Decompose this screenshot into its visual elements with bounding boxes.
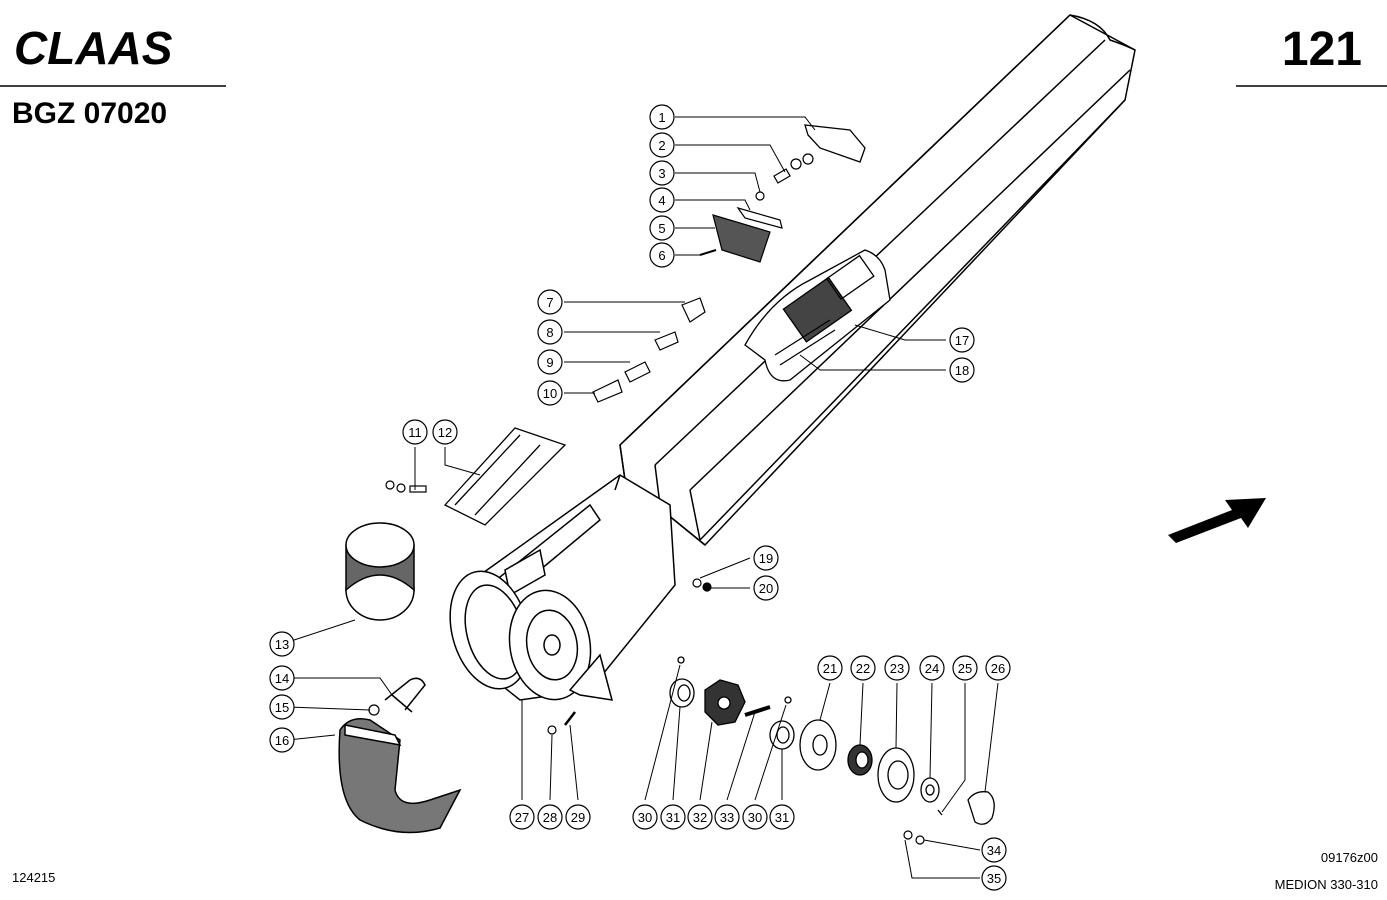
callout-30-b: 30 <box>748 810 762 825</box>
callout-6: 6 <box>658 248 665 263</box>
group-code: BGZ 07020 <box>12 97 167 130</box>
part-35-washer <box>903 830 913 840</box>
callout-2: 2 <box>658 138 665 153</box>
part-12-plate <box>443 427 567 526</box>
callout-33: 33 <box>720 810 734 825</box>
part-20-nut <box>702 582 712 592</box>
callout-10: 10 <box>543 386 557 401</box>
callout-19: 19 <box>759 551 773 566</box>
callout-14: 14 <box>275 671 289 686</box>
footer-left-code: 124215 <box>12 870 55 885</box>
part-1-bracket <box>804 124 866 163</box>
part-14-u-bolt <box>384 677 426 713</box>
callout-30-a: 30 <box>638 810 652 825</box>
callout-4: 4 <box>658 193 665 208</box>
callout-31-a: 31 <box>666 810 680 825</box>
callout-17: 17 <box>955 333 969 348</box>
part-16-cover <box>338 718 462 834</box>
part-19-washer <box>692 578 702 588</box>
part-29-bolt <box>564 711 576 726</box>
leader-lines <box>287 116 999 879</box>
bearing-assembly <box>799 719 995 825</box>
gear-housing <box>449 474 676 701</box>
callout-35: 35 <box>987 871 1001 886</box>
callout-11: 11 <box>408 425 422 440</box>
callout-31-b: 31 <box>775 810 789 825</box>
shaft-components <box>669 656 795 750</box>
callout-18: 18 <box>955 363 969 378</box>
callout-1: 1 <box>658 110 665 125</box>
callout-27: 27 <box>515 810 529 825</box>
part-34-nut <box>915 835 925 845</box>
callout-12: 12 <box>438 425 452 440</box>
callout-9: 9 <box>546 355 553 370</box>
callout-29: 29 <box>571 810 585 825</box>
callout-7: 7 <box>546 295 553 310</box>
page-number: 121 <box>1282 23 1362 76</box>
callout-8: 8 <box>546 325 553 340</box>
callout-labels: 1 2 3 4 5 6 7 8 9 10 11 12 13 14 15 16 1… <box>275 110 1005 886</box>
callout-25: 25 <box>958 661 972 676</box>
callout-26: 26 <box>991 661 1005 676</box>
callout-24: 24 <box>925 661 939 676</box>
callout-22: 22 <box>856 661 870 676</box>
drawing-code: 09176z00 <box>1321 850 1378 865</box>
part-3-washer <box>755 191 765 201</box>
part-6-screw <box>699 249 717 256</box>
parts-7-10-clips <box>592 297 706 403</box>
model-name: MEDION 330-310 <box>1275 877 1378 892</box>
direction-arrow-icon <box>1168 498 1266 543</box>
callout-3: 3 <box>658 166 665 181</box>
part-13-belt <box>345 522 415 621</box>
part-11-bolt <box>385 480 427 493</box>
callout-13: 13 <box>275 637 289 652</box>
callout-21: 21 <box>823 661 837 676</box>
callout-32: 32 <box>693 810 707 825</box>
callout-circles <box>269 104 1011 891</box>
callout-20: 20 <box>759 581 773 596</box>
housing-cutaway <box>744 249 891 382</box>
callout-28: 28 <box>543 810 557 825</box>
callout-34: 34 <box>987 843 1001 858</box>
callout-23: 23 <box>890 661 904 676</box>
part-4-strip <box>736 206 783 229</box>
part-28-washer <box>547 725 557 735</box>
callout-5: 5 <box>658 221 665 236</box>
part-5-plate <box>712 214 771 263</box>
part-15-nut <box>368 704 380 716</box>
part-2-bolt <box>773 153 814 184</box>
callout-15: 15 <box>275 700 289 715</box>
callout-16: 16 <box>275 733 289 748</box>
brand-logo: CLAAS <box>14 22 173 74</box>
